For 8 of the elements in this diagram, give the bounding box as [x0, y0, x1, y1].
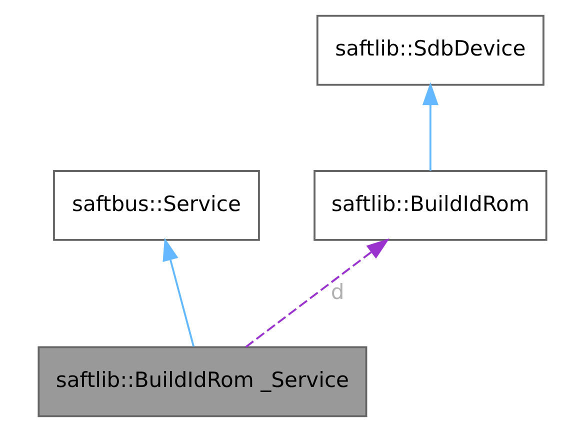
edge-label: d [330, 278, 344, 304]
node-box: saftlib::SdbDevice [316, 14, 544, 86]
arrow [245, 238, 390, 348]
node-box: saftbus::Service [53, 170, 260, 241]
node-box: saftlib::BuildIdRom _Service [38, 346, 368, 418]
arrow [422, 82, 438, 171]
arrow [162, 238, 195, 347]
node-box: saftlib::BuildIdRom [314, 170, 548, 241]
